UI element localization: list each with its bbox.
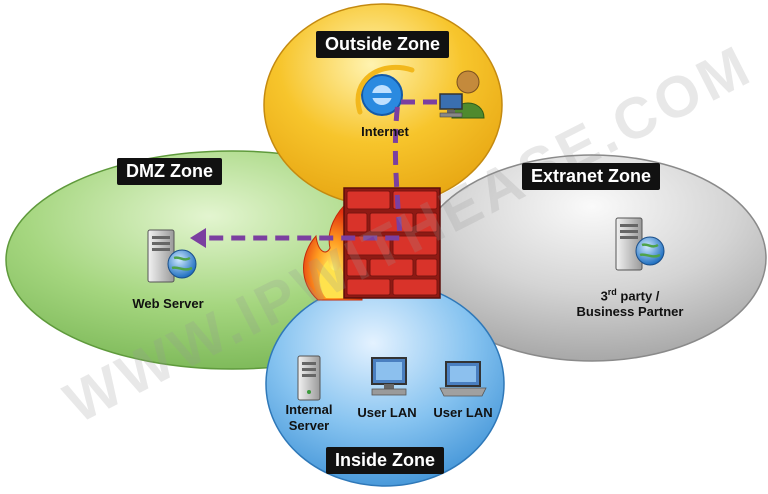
desktop-computer-icon [371, 357, 407, 396]
internal-server-label: Internal Server [272, 402, 346, 434]
partner-server-icon [615, 217, 665, 271]
third-party-superscript: rd [607, 287, 617, 297]
third-party-rest: party / [616, 288, 660, 304]
internal-server-line2: Server [288, 418, 330, 433]
web-server-label: Web Server [132, 296, 204, 311]
outside-zone-label: Outside Zone [316, 31, 450, 58]
user-lan-label-desktop: User LAN [357, 405, 417, 420]
internal-server-line1: Internal [285, 402, 333, 417]
user-lan-label-laptop: User LAN [433, 405, 493, 420]
extranet-zone-label: Extranet Zone [522, 163, 661, 190]
dmz-zone-label: DMZ Zone [117, 158, 222, 185]
internal-server-icon [297, 355, 321, 401]
firewall-icon [343, 187, 441, 299]
flow-arrowhead [190, 228, 206, 248]
laptop-computer-icon [439, 361, 487, 397]
third-party-prefix: 3 [600, 288, 608, 304]
traffic-flow-path [190, 99, 437, 248]
internet-label: Internet [361, 124, 409, 139]
third-party-line1: 3rd party / [560, 284, 700, 304]
user-workstation-icon [439, 70, 485, 119]
web-server-icon [147, 229, 197, 283]
inside-zone-label: Inside Zone [326, 447, 445, 474]
business-partner-line: Business Partner [576, 304, 684, 320]
internet-explorer-icon [355, 64, 415, 116]
third-party-label: 3rd party / Business Partner [560, 284, 700, 320]
